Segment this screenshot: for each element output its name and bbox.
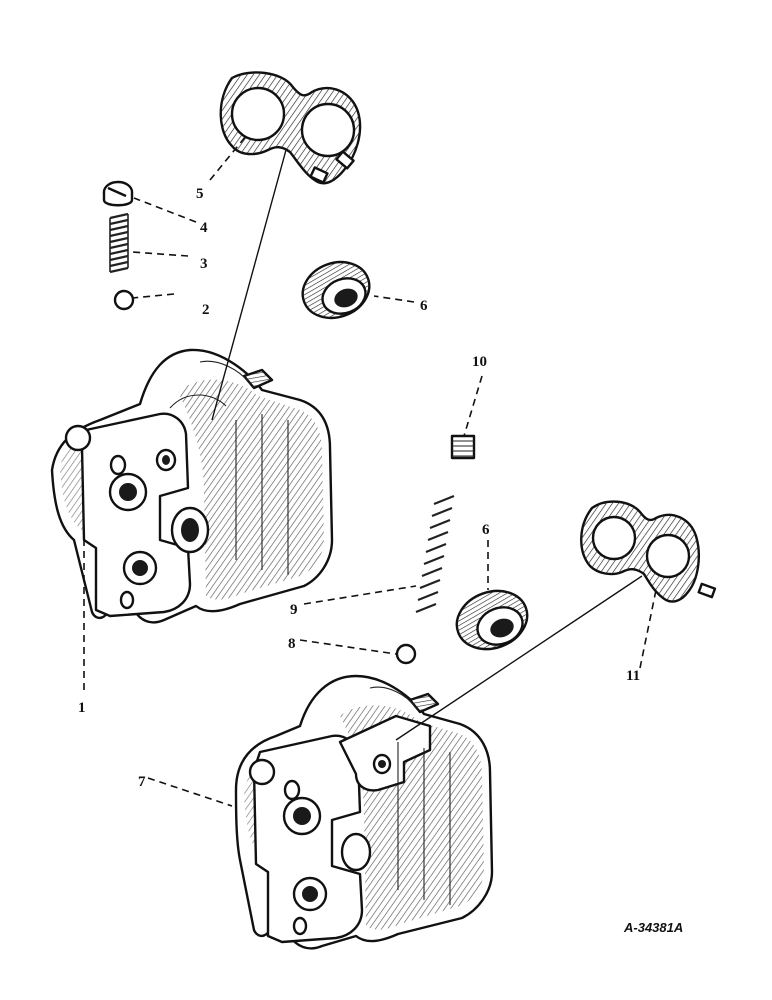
callout-3: 3: [200, 256, 208, 272]
callout-5: 5: [196, 186, 204, 202]
upper-pump-body: [50, 348, 334, 624]
callout-6-upper: 6: [420, 298, 428, 314]
leader-lines: [83, 135, 657, 807]
check-ball-upper: [113, 289, 135, 311]
callout-4: 4: [200, 220, 208, 236]
callout-7: 7: [138, 774, 146, 790]
plug-screw: [102, 180, 134, 207]
figure-id: A-34381A: [623, 920, 683, 935]
lower-gasket: [580, 500, 717, 603]
callout-11: 11: [626, 668, 640, 684]
lower-spring: [415, 494, 455, 614]
callout-8: 8: [288, 636, 296, 652]
callout-2: 2: [202, 302, 210, 318]
callout-10: 10: [472, 354, 487, 370]
lower-pump-body: [234, 674, 494, 950]
callout-1: 1: [78, 700, 86, 716]
set-screw: [450, 434, 476, 460]
callout-6-lower: 6: [482, 522, 490, 538]
check-ball-lower: [395, 643, 417, 665]
callout-9: 9: [290, 602, 298, 618]
lower-bearing: [455, 589, 529, 651]
relief-spring: [109, 212, 129, 274]
upper-gasket: [219, 71, 362, 185]
upper-bearing: [301, 260, 371, 320]
